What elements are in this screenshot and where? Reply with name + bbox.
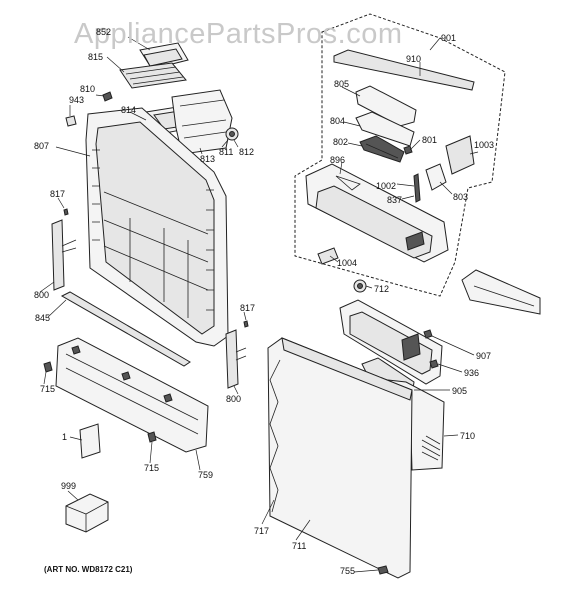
part-802-circuit-board bbox=[359, 135, 405, 163]
part-800-right-hinge bbox=[225, 329, 247, 389]
callout-759: 759 bbox=[198, 470, 214, 480]
part-804-bracket bbox=[355, 111, 415, 147]
part-910-bracket bbox=[333, 49, 475, 91]
part-845-door-seal bbox=[60, 291, 191, 367]
callout-800-left: 800 bbox=[34, 290, 50, 300]
callout-810: 810 bbox=[80, 84, 96, 94]
part-999-parts-kit bbox=[65, 493, 109, 533]
part-711-outer-door-panel bbox=[267, 337, 413, 579]
callout-755: 755 bbox=[340, 566, 356, 576]
part-control-module bbox=[339, 299, 443, 385]
callout-800-right: 800 bbox=[226, 394, 242, 404]
callout-717: 717 bbox=[254, 526, 270, 536]
callout-803: 803 bbox=[453, 192, 469, 202]
part-810-screw bbox=[102, 91, 113, 102]
part-815-vent-grille bbox=[119, 62, 187, 89]
part-852-vent-cover bbox=[139, 42, 189, 70]
callout-814: 814 bbox=[121, 105, 137, 115]
callout-905: 905 bbox=[452, 386, 468, 396]
part-805-support bbox=[355, 85, 417, 127]
side-rail-part bbox=[461, 269, 541, 315]
part-1004-handle bbox=[317, 247, 339, 265]
part-807-inner-door bbox=[85, 107, 229, 347]
callout-802: 802 bbox=[333, 137, 349, 147]
callout-852: 852 bbox=[96, 27, 112, 37]
callout-943: 943 bbox=[69, 95, 85, 105]
callout-837: 837 bbox=[387, 195, 403, 205]
part-715-screw-left bbox=[43, 361, 53, 373]
part-801-clip bbox=[403, 145, 413, 155]
part-896-control-panel bbox=[305, 163, 449, 263]
part-1002-837-fastener bbox=[413, 173, 421, 203]
art-number: (ART NO. WD8172 C21) bbox=[44, 565, 133, 574]
part-811-812-knob bbox=[225, 127, 239, 141]
callout-812: 812 bbox=[239, 147, 255, 157]
leader-lines bbox=[39, 36, 479, 573]
part-817-pin-right bbox=[243, 320, 249, 328]
callout-817-right: 817 bbox=[240, 303, 256, 313]
callout-936: 936 bbox=[464, 368, 480, 378]
part-755-screw bbox=[377, 565, 389, 575]
callout-710: 710 bbox=[460, 431, 476, 441]
part-817-pin-left bbox=[63, 208, 69, 216]
callout-1: 1 bbox=[62, 432, 68, 442]
callout-715-bottom: 715 bbox=[144, 463, 160, 473]
part-715-screw-bottom bbox=[147, 431, 157, 443]
callout-712: 712 bbox=[374, 284, 390, 294]
callout-1002: 1002 bbox=[376, 181, 397, 191]
part-800-left-hinge bbox=[51, 219, 77, 291]
callout-910: 910 bbox=[406, 54, 422, 64]
callout-999: 999 bbox=[61, 481, 77, 491]
callout-811: 811 bbox=[219, 147, 234, 157]
part-1003-board bbox=[445, 135, 475, 175]
part-813-vent-housing bbox=[171, 89, 233, 155]
callout-901: 901 bbox=[441, 33, 457, 43]
watermark-text: AppliancePartsPros.com bbox=[74, 18, 403, 50]
callout-805: 805 bbox=[334, 79, 350, 89]
callout-807: 807 bbox=[34, 141, 50, 151]
callout-804: 804 bbox=[330, 116, 346, 126]
part-712-button bbox=[353, 279, 367, 293]
callout-801: 801 bbox=[422, 135, 438, 145]
callout-813: 813 bbox=[200, 154, 216, 164]
callout-817-left: 817 bbox=[50, 189, 66, 199]
part-759-toe-kick-trim bbox=[55, 337, 209, 453]
callout-896: 896 bbox=[330, 155, 346, 165]
callout-907: 907 bbox=[476, 351, 492, 361]
part-803-switch bbox=[425, 163, 447, 191]
part-943-clip bbox=[65, 115, 77, 127]
callout-815: 815 bbox=[88, 52, 104, 62]
callout-1004: 1004 bbox=[337, 258, 358, 268]
part-907-screw bbox=[423, 329, 433, 339]
callout-711: 711 bbox=[292, 541, 307, 551]
callout-1003: 1003 bbox=[474, 140, 495, 150]
part-936-screw bbox=[429, 359, 439, 369]
callout-715-left: 715 bbox=[40, 384, 56, 394]
callout-845: 845 bbox=[35, 313, 51, 323]
part-1-label-sheet bbox=[79, 423, 101, 459]
